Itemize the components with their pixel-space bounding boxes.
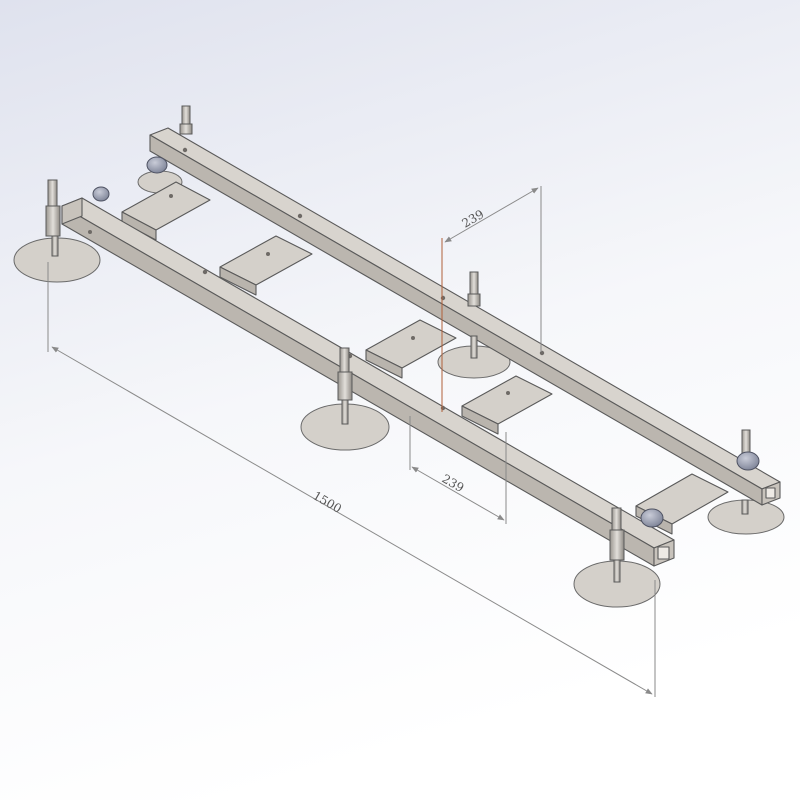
- dimension-spacing-bottom: [409, 416, 507, 524]
- knob-back-left: [146, 156, 168, 174]
- knob-front-left: [92, 186, 110, 202]
- knob-front-right: [640, 508, 664, 528]
- knob-back-right: [736, 451, 760, 471]
- dimension-overall: [47, 262, 656, 697]
- dimension-spacing-top: [444, 186, 542, 352]
